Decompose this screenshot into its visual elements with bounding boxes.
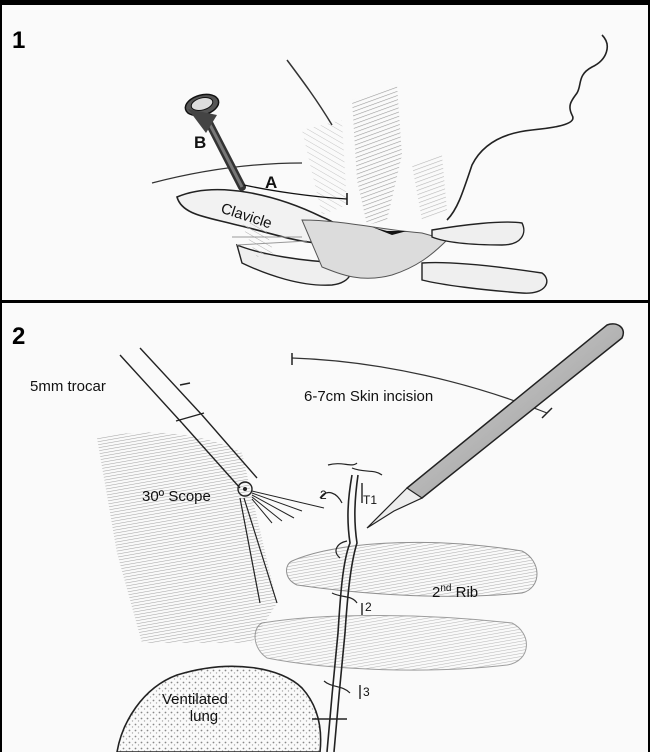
rib-marker-left: 2 — [320, 488, 327, 502]
second-rib — [287, 542, 537, 596]
thoracic-cavity-shading — [97, 433, 277, 643]
panel-number: 2 — [12, 323, 25, 351]
lung-line-1: Ventilated — [162, 691, 228, 708]
rib-word: Rib — [451, 584, 478, 601]
scalpel — [367, 324, 623, 528]
neck-outline — [287, 60, 332, 125]
rib-marker-t1: T1 — [363, 493, 377, 507]
rib-marker-3: 3 — [363, 685, 370, 699]
rib-marker-2: 2 — [365, 600, 372, 614]
label-a: A — [265, 173, 277, 193]
lung-line-2: lung — [162, 708, 228, 725]
label-incision: 6-7cm Skin incision — [304, 388, 433, 405]
label-trocar: 5mm trocar — [30, 378, 106, 395]
rib-ordinal: nd — [440, 583, 451, 594]
incision-line — [327, 475, 352, 752]
label-rib: 2nd Rib — [432, 583, 478, 601]
panel-number: 1 — [12, 27, 25, 55]
third-rib — [255, 616, 526, 671]
label-b: B — [194, 133, 206, 153]
face-profile — [447, 35, 607, 220]
trocar-b — [183, 91, 242, 187]
neck-illustration — [2, 5, 648, 300]
thorax-illustration — [2, 303, 648, 752]
panel-2: 2 5mm trocar 6-7cm Skin incision 30º Sco… — [0, 300, 650, 752]
panel-1: 1 B A Clavicle — [0, 0, 650, 300]
label-scope: 30º Scope — [142, 488, 211, 505]
